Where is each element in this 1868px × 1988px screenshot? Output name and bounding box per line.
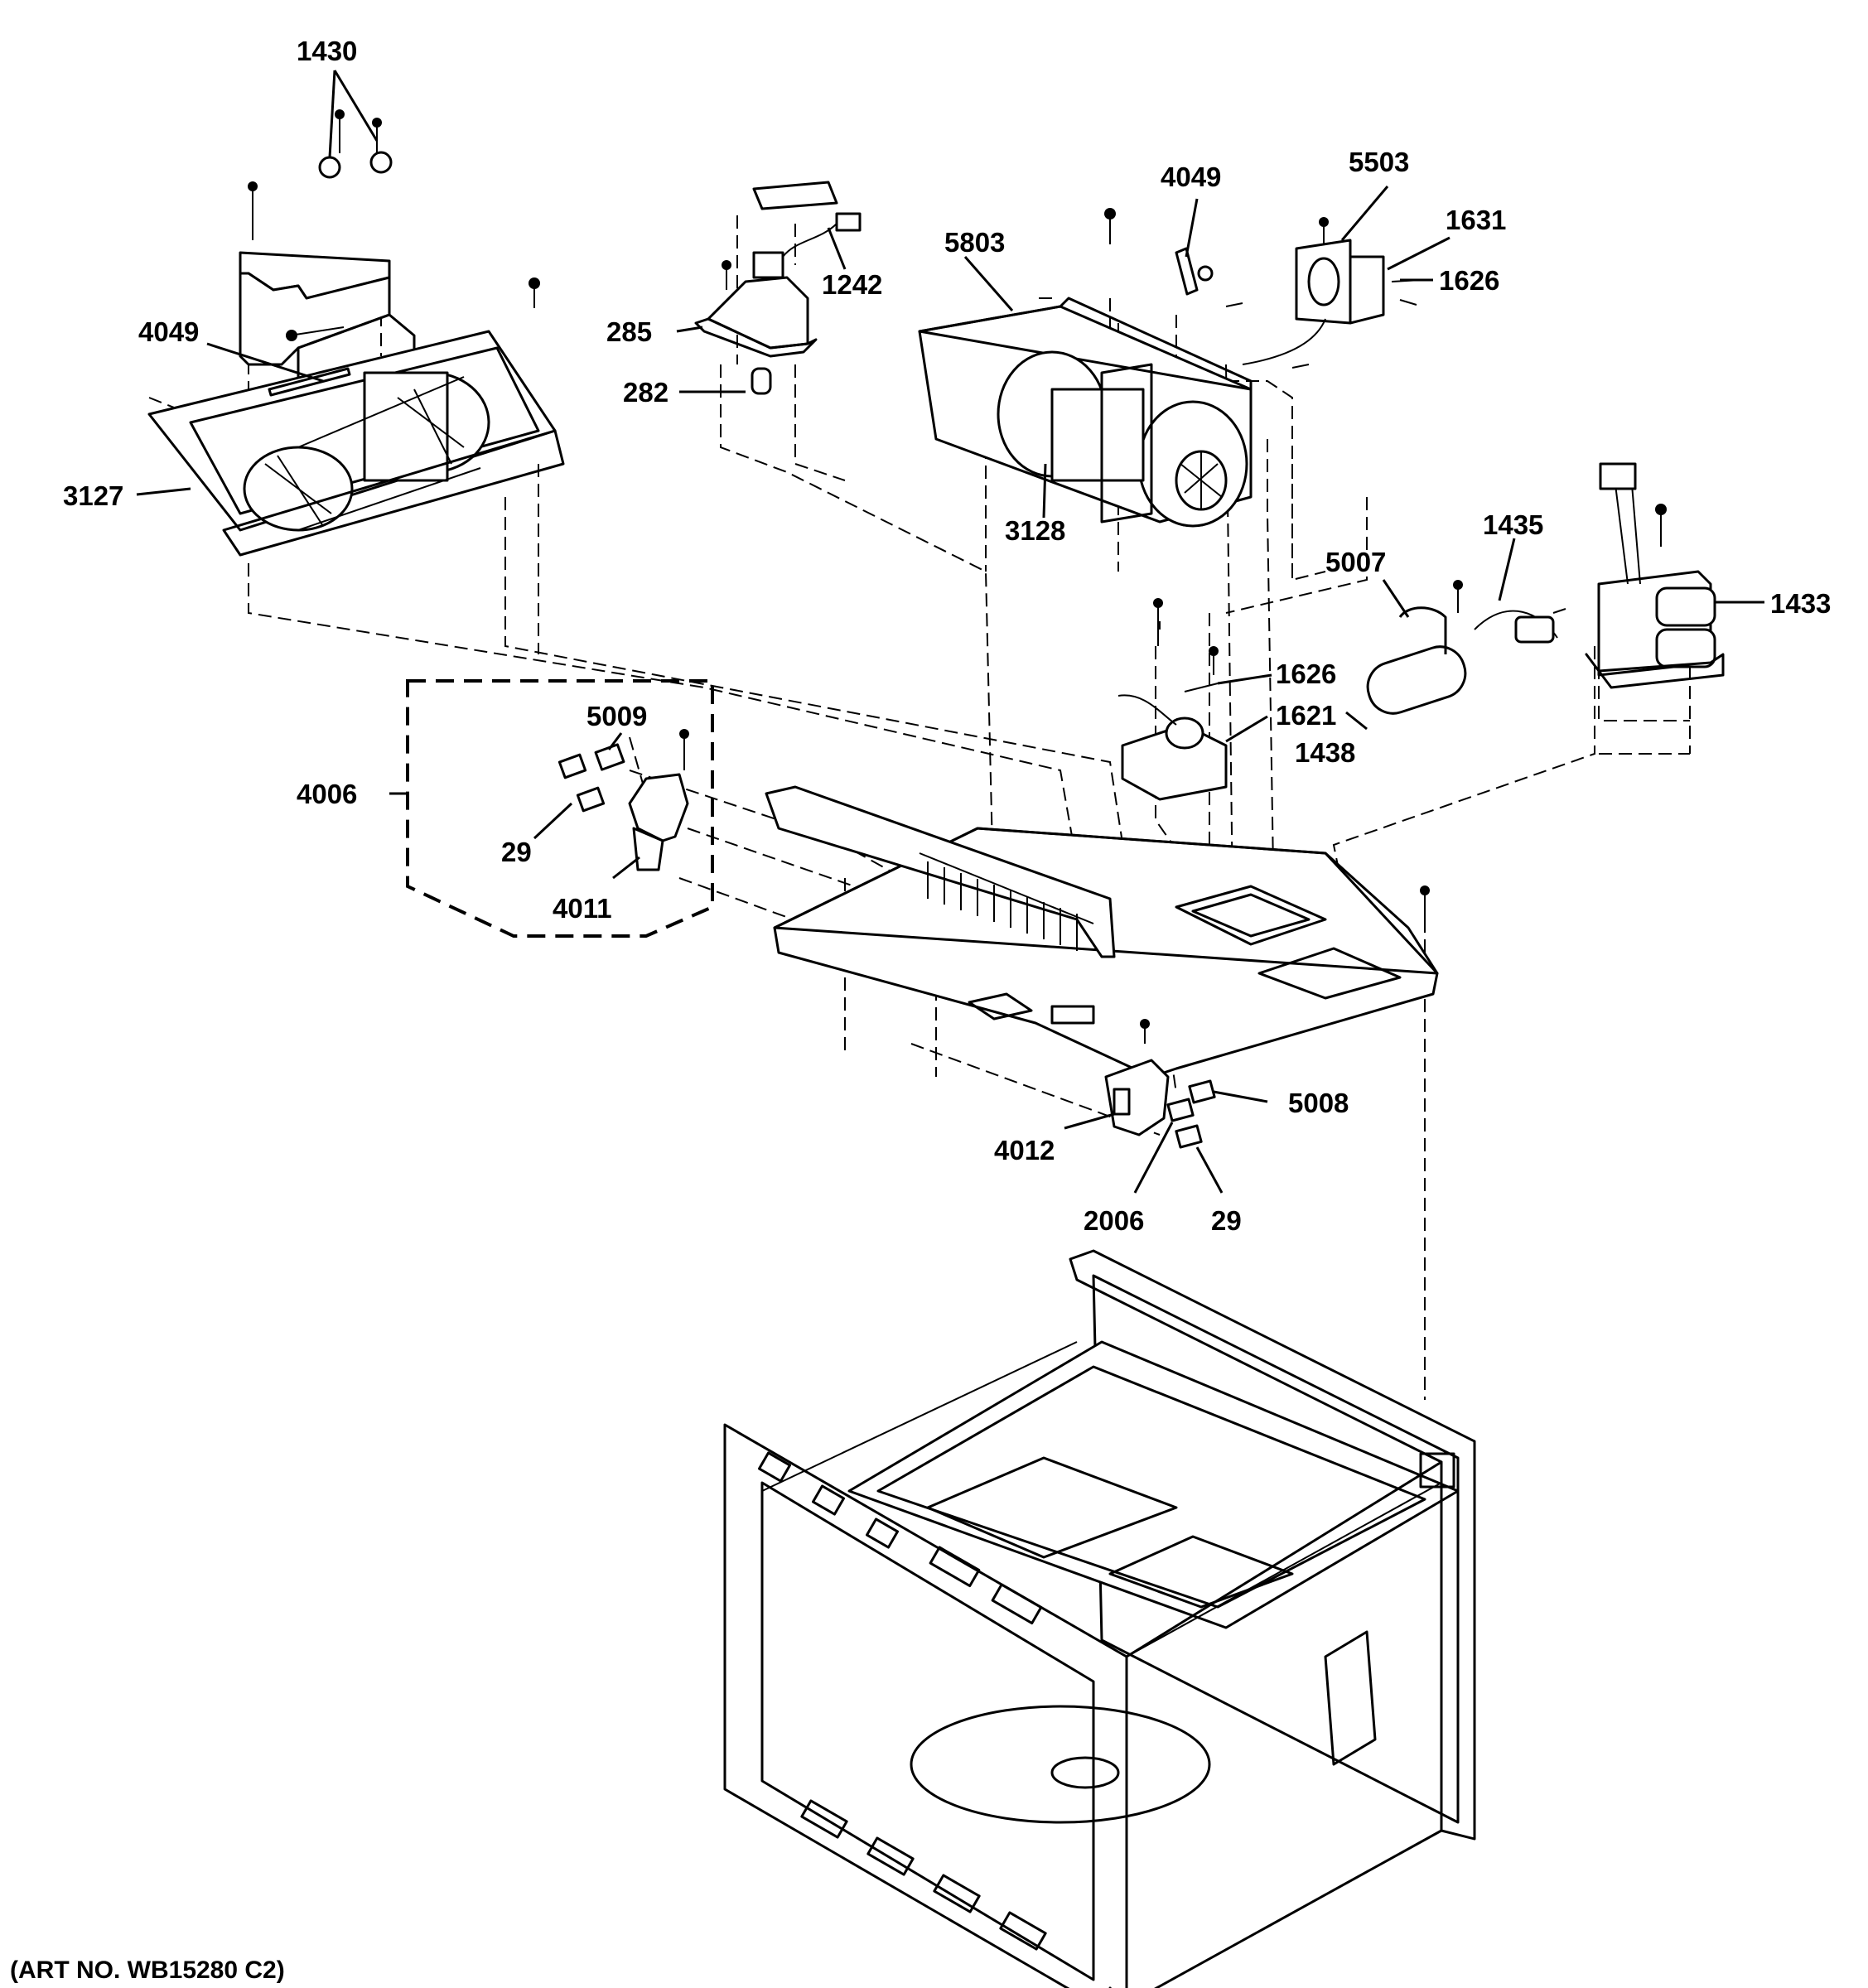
base-plate-part	[765, 785, 1439, 1078]
callout-1242: 1242	[822, 269, 882, 300]
transformer-1433-part	[1585, 462, 1725, 689]
callout-1438: 1438	[1295, 737, 1355, 768]
callout-4006: 4006	[297, 779, 357, 809]
callout-1626-top: 1626	[1439, 265, 1499, 296]
light-housing-285-part	[694, 181, 862, 395]
callout-labels: 1430 4049 3127 285 1242 282 4049 5803 55…	[63, 36, 1831, 1236]
callout-282: 282	[623, 377, 669, 408]
relay-board-1621-part	[1117, 598, 1228, 801]
callout-1626-mid: 1626	[1276, 659, 1336, 689]
callout-1435: 1435	[1483, 509, 1543, 540]
interlock-bracket-4012-part	[1104, 1059, 1216, 1149]
callout-4012: 4012	[994, 1135, 1055, 1165]
art-number-label: (ART NO. WB15280 C2)	[10, 1957, 285, 1984]
fan-assembly-3127-part	[147, 277, 565, 557]
callout-5803: 5803	[944, 227, 1005, 258]
capacitor-1438-part	[1366, 580, 1566, 715]
callout-3128: 3128	[1005, 515, 1065, 546]
callout-5009: 5009	[586, 701, 647, 731]
callout-1631: 1631	[1446, 205, 1506, 235]
callout-29-right: 29	[1211, 1205, 1242, 1236]
callout-1430: 1430	[297, 36, 357, 66]
blower-assembly-3128-part	[918, 208, 1310, 528]
callout-29-left: 29	[501, 837, 532, 867]
callout-5007: 5007	[1325, 547, 1386, 577]
oven-cavity-frame-part	[723, 1249, 1476, 1988]
callout-5008: 5008	[1288, 1088, 1349, 1118]
callout-1433: 1433	[1770, 588, 1831, 619]
callout-1621: 1621	[1276, 700, 1336, 731]
callout-4049-right: 4049	[1161, 162, 1221, 192]
interlock-group-4006	[406, 679, 714, 938]
callout-leader-lines	[136, 70, 1764, 1194]
callout-2006: 2006	[1084, 1205, 1144, 1236]
callout-4049-left: 4049	[138, 316, 199, 347]
callout-285: 285	[606, 316, 652, 347]
callout-5503: 5503	[1349, 147, 1409, 177]
sensor-bracket-5503-part	[1242, 217, 1422, 365]
callout-3127: 3127	[63, 480, 123, 511]
callout-4011: 4011	[553, 893, 612, 924]
